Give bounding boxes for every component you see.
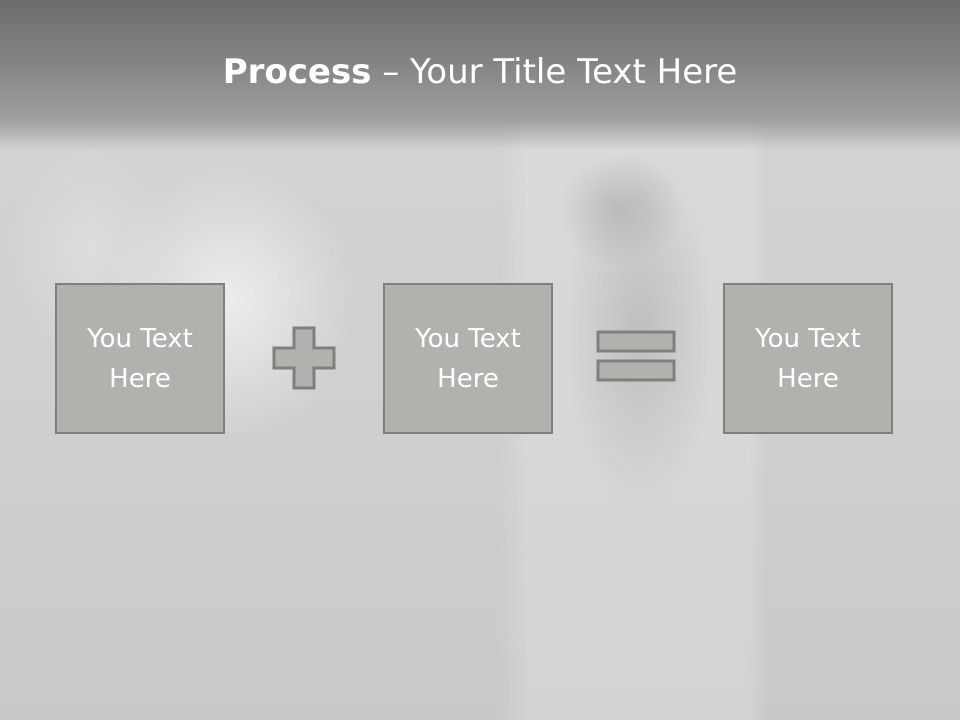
text-box-3: You Text Here bbox=[723, 283, 893, 434]
text-box-2: You Text Here bbox=[383, 283, 553, 434]
title-rest: – Your Title Text Here bbox=[371, 52, 738, 92]
slide-title: Process – Your Title Text Here bbox=[0, 52, 960, 92]
text-box-2-label: You Text Here bbox=[415, 323, 521, 394]
title-band bbox=[0, 0, 960, 150]
text-box-1-label: You Text Here bbox=[87, 323, 193, 394]
text-box-3-label: You Text Here bbox=[755, 323, 861, 394]
equals-icon bbox=[596, 330, 676, 382]
title-bold: Process bbox=[222, 52, 372, 92]
plus-icon bbox=[272, 326, 336, 390]
text-box-1: You Text Here bbox=[55, 283, 225, 434]
